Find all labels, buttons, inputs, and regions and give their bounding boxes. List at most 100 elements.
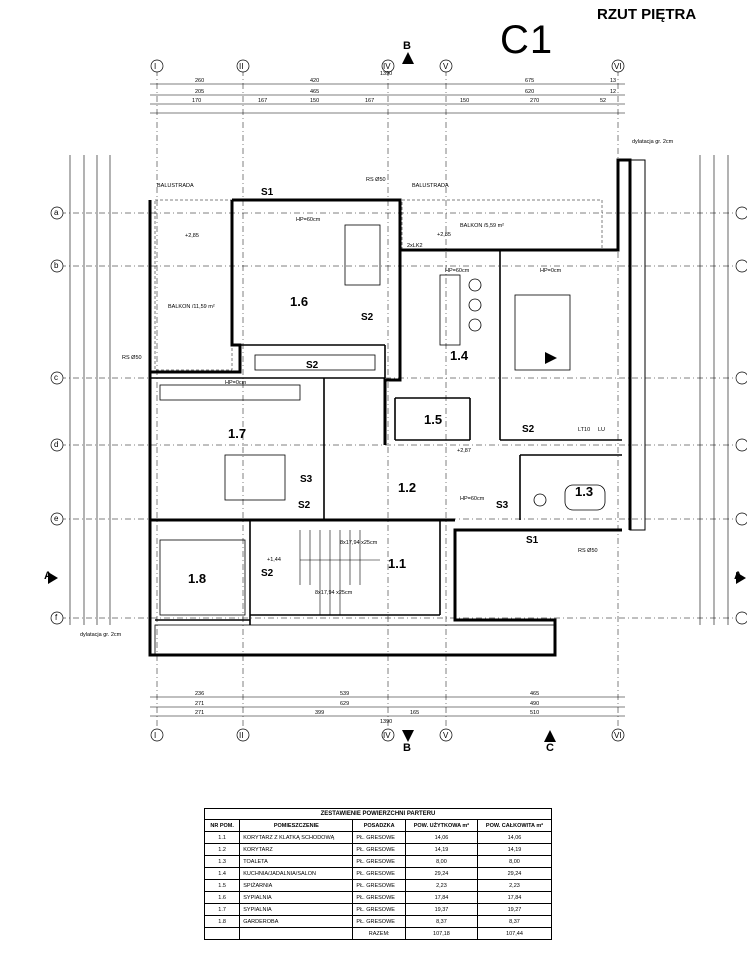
cell: 1.1 (203, 831, 241, 844)
grid-label-II-bottom: II (239, 731, 244, 740)
cell: SYPIALNIA (239, 903, 354, 916)
wardrobe-1-6 (254, 354, 376, 371)
dim-top-r2-2: 465 (310, 89, 320, 95)
cell: KUCHNIA/JADALNIA/SALON (239, 867, 354, 880)
stool-1 (468, 278, 482, 292)
table-title: ZESTAWIENIE POWIERZCHNI PARTERU (204, 808, 552, 819)
cell: PŁ. GRESOWE (352, 891, 406, 904)
dim-top-r2-4: 12 (610, 89, 617, 95)
cell: 1.3 (203, 855, 241, 868)
cell: 19,27 (476, 903, 553, 916)
note-hp-1-6: HP=60cm (296, 217, 321, 223)
table-header-row: NR POM. POMIESZCZENIE POSADZKA POW. UŻYT… (203, 819, 553, 832)
dim-bottom-r2-1: 271 (195, 701, 205, 707)
dim-top-r3-1: 170 (192, 98, 202, 104)
terrace-bottom (154, 624, 556, 656)
note-stairs-lower: 8x17,94 x25cm (315, 590, 353, 596)
dim-bottom-2: 539 (340, 691, 350, 697)
note-balustrada-left: BALUSTRADA (157, 183, 194, 189)
dim-bottom-r2-3: 490 (530, 701, 540, 707)
wardrobe-1-8 (159, 539, 246, 616)
cell: PŁ. GRESOWE (352, 903, 406, 916)
room-label-1-1: 1.1 (388, 556, 407, 571)
tag-s1-top: S1 (261, 187, 274, 198)
stool-3 (468, 318, 482, 332)
grid-label-c: c (54, 373, 58, 382)
note-lu: LU (598, 427, 606, 433)
cell: SYPIALNIA (239, 891, 354, 904)
stool-2 (468, 298, 482, 312)
room-label-1-8: 1.8 (188, 571, 207, 586)
tag-s2-1-6: S2 (361, 312, 374, 323)
note-balkon-right: BALKON /5,59 m² (460, 223, 505, 229)
cell: 1.4 (203, 867, 241, 880)
cell: TOALETA (239, 855, 354, 868)
drawing-code: C1 (500, 18, 554, 62)
grid-label-V: V (443, 62, 449, 71)
col-nr: NR POM. (203, 819, 241, 832)
dim-top-r2-3: 620 (525, 89, 535, 95)
cell: PŁ. GRESOWE (352, 855, 406, 868)
cell: PŁ. GRESOWE (352, 867, 406, 880)
tag-s2-stairs: S2 (261, 568, 274, 579)
cell: 1.5 (203, 879, 241, 892)
col-room: POMIESZCZENIE (239, 819, 354, 832)
tag-s1-bottom: S1 (526, 535, 539, 546)
cell: KORYTARZ (239, 843, 354, 856)
bottom-dimension-lines (150, 696, 625, 717)
note-lt: LT10 (578, 427, 591, 433)
note-stairs-upper: 8x17,94 x25cm (340, 540, 378, 546)
dim-top-total: 1390 (380, 71, 393, 77)
cell: 2,23 (476, 879, 553, 892)
cell: 8,37 (476, 915, 553, 928)
cell: PŁ. GRESOWE (352, 879, 406, 892)
note-rs-top: RS Ø50 (366, 177, 386, 183)
outer-walls (148, 158, 632, 657)
note-rs-left: RS Ø50 (122, 355, 142, 361)
dim-bottom-r3-3: 165 (410, 710, 420, 716)
cell: 17,84 (404, 891, 478, 904)
area-summary-table: ZESTAWIENIE POWIERZCHNI PARTERU NR POM. … (203, 808, 553, 940)
section-label-A-right: A (734, 570, 742, 582)
dim-top-2: 420 (310, 78, 320, 84)
grid-label-II: II (239, 62, 244, 71)
dim-bottom-r3-4: 510 (530, 710, 540, 716)
room-label-1-7: 1.7 (228, 426, 247, 441)
note-level-corridor: +2,87 (457, 448, 471, 454)
col-floor: POSADZKA (352, 819, 406, 832)
grid-label-IV: IV (383, 62, 391, 71)
drawing-title: RZUT PIĘTRA (597, 6, 697, 23)
note-hp-1-4b: HP=0cm (540, 268, 562, 274)
dim-top-4: 13 (610, 78, 617, 84)
cell: SPIŻARNIA (239, 879, 354, 892)
room-label-1-6: 1.6 (290, 294, 309, 309)
grid-label-IV-bottom: IV (383, 731, 391, 740)
dim-bottom-1: 236 (195, 691, 205, 697)
note-dylatacja-bottom: dylatacja gr. 2cm (80, 632, 122, 638)
bathtub (564, 484, 606, 511)
grid-label-I-bottom: I (154, 731, 157, 740)
balcony-left (154, 199, 233, 371)
note-hp-1-2: HP=60cm (460, 496, 485, 502)
room-label-1-4: 1.4 (450, 348, 469, 363)
cell: 29,24 (476, 867, 553, 880)
dim-top-r3-7: 52 (600, 98, 607, 104)
dim-bottom-r2-2: 629 (340, 701, 350, 707)
dim-top-r3-2: 167 (258, 98, 268, 104)
tag-s2-living: S2 (522, 424, 535, 435)
note-level-left: +2,85 (185, 233, 199, 239)
dim-top-r3-6: 270 (530, 98, 540, 104)
total-use-area: 107,18 (404, 927, 478, 940)
total-all-area: 107,44 (476, 927, 553, 940)
cell: 14,06 (404, 831, 478, 844)
top-dimension-lines (150, 83, 625, 114)
grid-bubbles (50, 59, 747, 742)
cell: 1.8 (203, 915, 241, 928)
